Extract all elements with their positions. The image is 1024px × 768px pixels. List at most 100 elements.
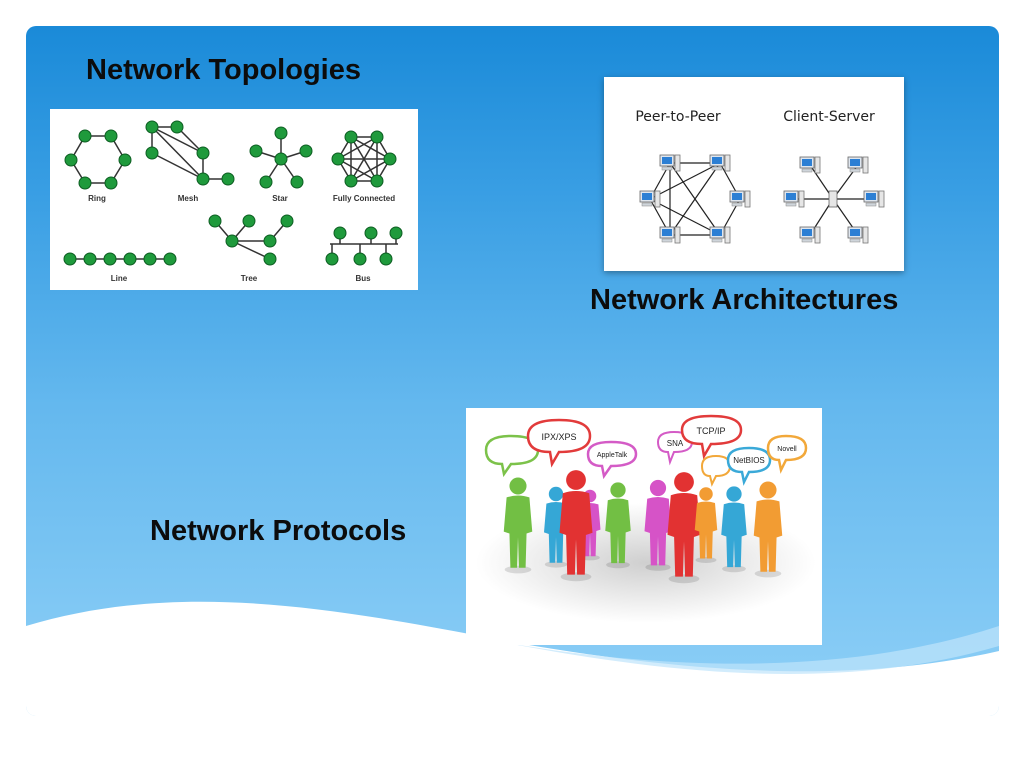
mesh-node-icon xyxy=(221,172,235,186)
star-node-icon xyxy=(290,175,304,189)
line-node-icon xyxy=(163,252,177,266)
bubble-orange-small-icon xyxy=(700,454,732,487)
bubble-netbios-icon xyxy=(726,446,772,486)
fully-connected-node-icon xyxy=(331,152,345,166)
person-orange-icon xyxy=(753,481,783,578)
fully-connected-node-icon xyxy=(370,130,384,144)
label-client-server: Client-Server xyxy=(783,109,875,125)
bus-node-icon xyxy=(333,226,347,240)
star-hub-icon xyxy=(274,152,288,166)
server-icon xyxy=(828,190,838,208)
bus-node-icon xyxy=(325,252,339,266)
label-appletalk: AppleTalk xyxy=(597,452,628,459)
peer-link xyxy=(669,162,721,236)
line-node-icon xyxy=(103,252,117,266)
mesh-node-icon xyxy=(145,120,159,134)
ring-node-icon xyxy=(78,129,92,143)
star-node-icon xyxy=(259,175,273,189)
label-sna: SNA xyxy=(667,439,684,448)
bus-node-icon xyxy=(353,252,367,266)
bubble-ipx-xps-icon xyxy=(526,418,592,468)
wave-decoration xyxy=(26,601,999,716)
client-computer-icon xyxy=(799,156,821,174)
person-red-icon xyxy=(667,472,701,584)
line-node-icon xyxy=(123,252,137,266)
heading-protocols: Network Protocols xyxy=(150,515,407,547)
ring-node-icon xyxy=(64,153,78,167)
mesh-link xyxy=(151,126,204,154)
bus-node-icon xyxy=(389,226,403,240)
topologies-diagram: Ring Mesh Star Fully Connected Line Tree… xyxy=(50,109,418,290)
mesh-node-icon xyxy=(196,172,210,186)
peer-computer-icon xyxy=(709,226,731,244)
mesh-node-icon xyxy=(170,120,184,134)
line-node-icon xyxy=(83,252,97,266)
bus-node-icon xyxy=(379,252,393,266)
mesh-node-icon xyxy=(196,146,210,160)
fully-connected-node-icon xyxy=(383,152,397,166)
client-computer-icon xyxy=(847,156,869,174)
mesh-link xyxy=(151,152,204,180)
peer-computer-icon xyxy=(659,226,681,244)
fully-connected-link xyxy=(337,158,378,182)
star-node-icon xyxy=(274,126,288,140)
label-netbios: NetBIOS xyxy=(733,456,765,465)
tree-link xyxy=(231,240,271,260)
label-mesh: Mesh xyxy=(178,194,199,203)
ring-node-icon xyxy=(104,129,118,143)
ring-node-icon xyxy=(118,153,132,167)
architectures-diagram: Peer-to-Peer Client-Server xyxy=(604,77,904,271)
person-orange-icon xyxy=(694,487,718,563)
bubble-tcp-ip-icon xyxy=(680,414,743,460)
fully-connected-node-icon xyxy=(344,130,358,144)
label-tree: Tree xyxy=(241,274,258,283)
peer-computer-icon xyxy=(639,190,661,208)
ring-node-icon xyxy=(104,176,118,190)
heading-architectures: Network Architectures xyxy=(590,284,899,316)
client-computer-icon xyxy=(863,190,885,208)
client-computer-icon xyxy=(783,190,805,208)
person-green-icon xyxy=(605,482,631,569)
label-tcp-ip: TCP/IP xyxy=(696,426,725,436)
heading-topologies: Network Topologies xyxy=(86,54,361,86)
peer-computer-icon xyxy=(729,190,751,208)
client-computer-icon xyxy=(847,226,869,244)
tree-node-icon xyxy=(225,234,239,248)
star-node-icon xyxy=(249,144,263,158)
peer-link xyxy=(649,198,721,236)
fully-connected-link xyxy=(350,158,391,182)
person-green-icon xyxy=(503,477,533,574)
bus-node-icon xyxy=(364,226,378,240)
fully-connected-link xyxy=(337,136,378,160)
label-peer-to-peer: Peer-to-Peer xyxy=(635,109,721,125)
label-ipx-xps: IPX/XPS xyxy=(541,432,576,442)
label-novell: Novell xyxy=(777,446,797,453)
person-pink-icon xyxy=(644,479,672,571)
mesh-link xyxy=(151,126,204,180)
label-star: Star xyxy=(272,194,288,203)
label-bus: Bus xyxy=(355,274,371,283)
label-line: Line xyxy=(111,274,128,283)
client-computer-icon xyxy=(799,226,821,244)
tree-node-icon xyxy=(208,214,222,228)
tree-node-icon xyxy=(263,234,277,248)
peer-computer-icon xyxy=(709,154,731,172)
person-red-icon xyxy=(559,470,593,582)
label-ring: Ring xyxy=(88,194,106,203)
star-node-icon xyxy=(299,144,313,158)
line-node-icon xyxy=(63,252,77,266)
protocols-illustration: IPX/XPS AppleTalk SNA TCP/IP NetBIOS Nov… xyxy=(466,408,822,645)
fully-connected-node-icon xyxy=(370,174,384,188)
label-fully-connected: Fully Connected xyxy=(333,194,395,203)
peer-computer-icon xyxy=(659,154,681,172)
tree-node-icon xyxy=(242,214,256,228)
peer-link xyxy=(649,162,721,200)
tree-node-icon xyxy=(263,252,277,266)
bubble-novell-icon xyxy=(766,434,808,474)
ring-node-icon xyxy=(78,176,92,190)
person-blue-icon xyxy=(721,486,747,573)
fully-connected-node-icon xyxy=(344,174,358,188)
tree-node-icon xyxy=(280,214,294,228)
bubble-appletalk-icon xyxy=(586,440,638,480)
line-node-icon xyxy=(143,252,157,266)
